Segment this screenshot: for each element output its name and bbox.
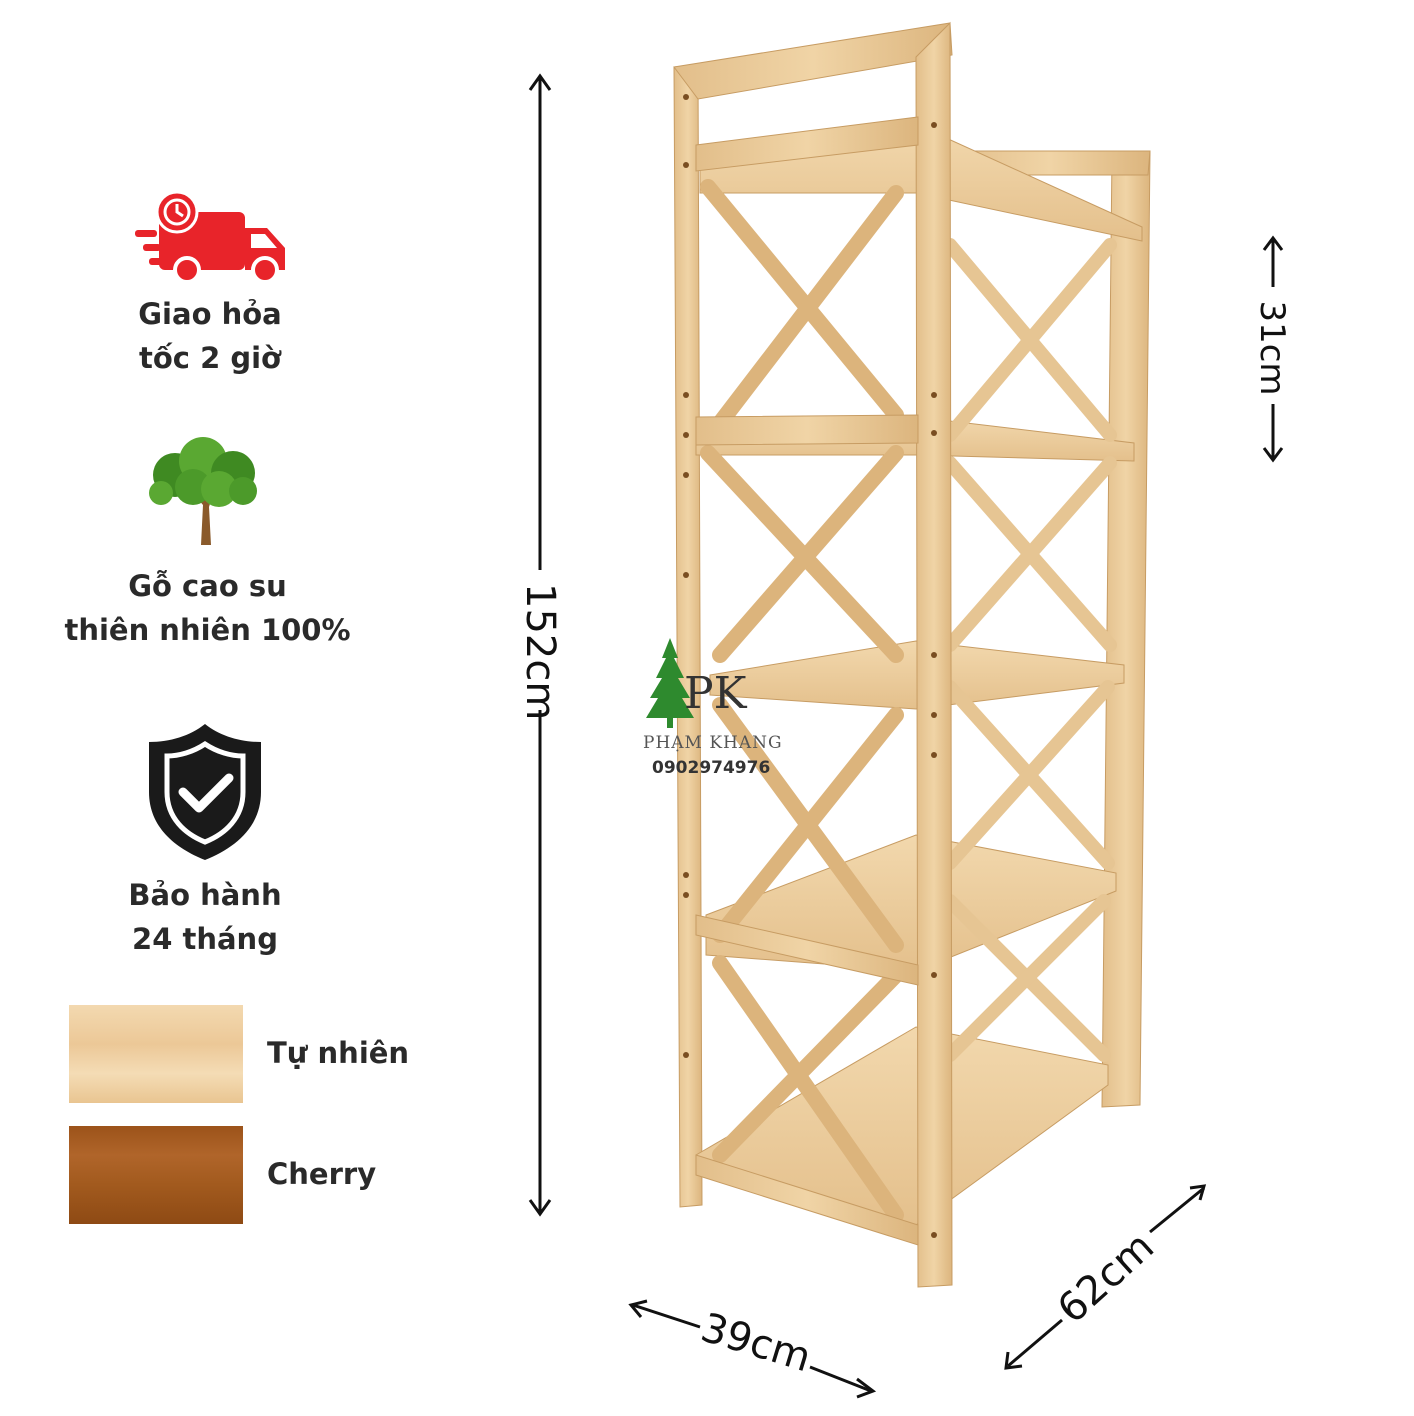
feature-material-line2: thiên nhiên 100% (64, 613, 351, 647)
shield-check-icon (149, 724, 261, 860)
height-dimension-arrow (528, 73, 552, 1217)
brand-mark: PK (684, 668, 747, 719)
tree-icon (149, 437, 257, 545)
pine-tree-logo-icon (646, 638, 694, 728)
width-dimension-arrow (628, 1299, 877, 1399)
brand-name: PHẠM KHANG (643, 733, 783, 753)
delivery-truck-icon (135, 190, 285, 284)
swatch-natural[interactable] (69, 1005, 243, 1103)
feature-warranty-line1: Bảo hành (128, 878, 282, 912)
shelf-gap-dimension-arrow (1262, 235, 1284, 463)
feature-delivery-line2: tốc 2 giờ (139, 341, 281, 375)
swatch-cherry[interactable] (69, 1126, 243, 1224)
height-dimension-label: 152cm (517, 583, 563, 721)
swatch-cherry-label: Cherry (267, 1157, 377, 1191)
feature-delivery-line1: Giao hỏa (138, 297, 282, 331)
wooden-shelf-product-image (673, 21, 1151, 1288)
swatch-natural-label: Tự nhiên (267, 1036, 410, 1070)
depth-dimension-arrow (1004, 1184, 1207, 1370)
feature-material-line1: Gỗ cao su (128, 569, 287, 603)
shelf-gap-dimension-label: 31cm (1252, 300, 1292, 396)
brand-phone: 0902974976 (652, 758, 771, 778)
feature-warranty-line2: 24 tháng (132, 922, 278, 956)
